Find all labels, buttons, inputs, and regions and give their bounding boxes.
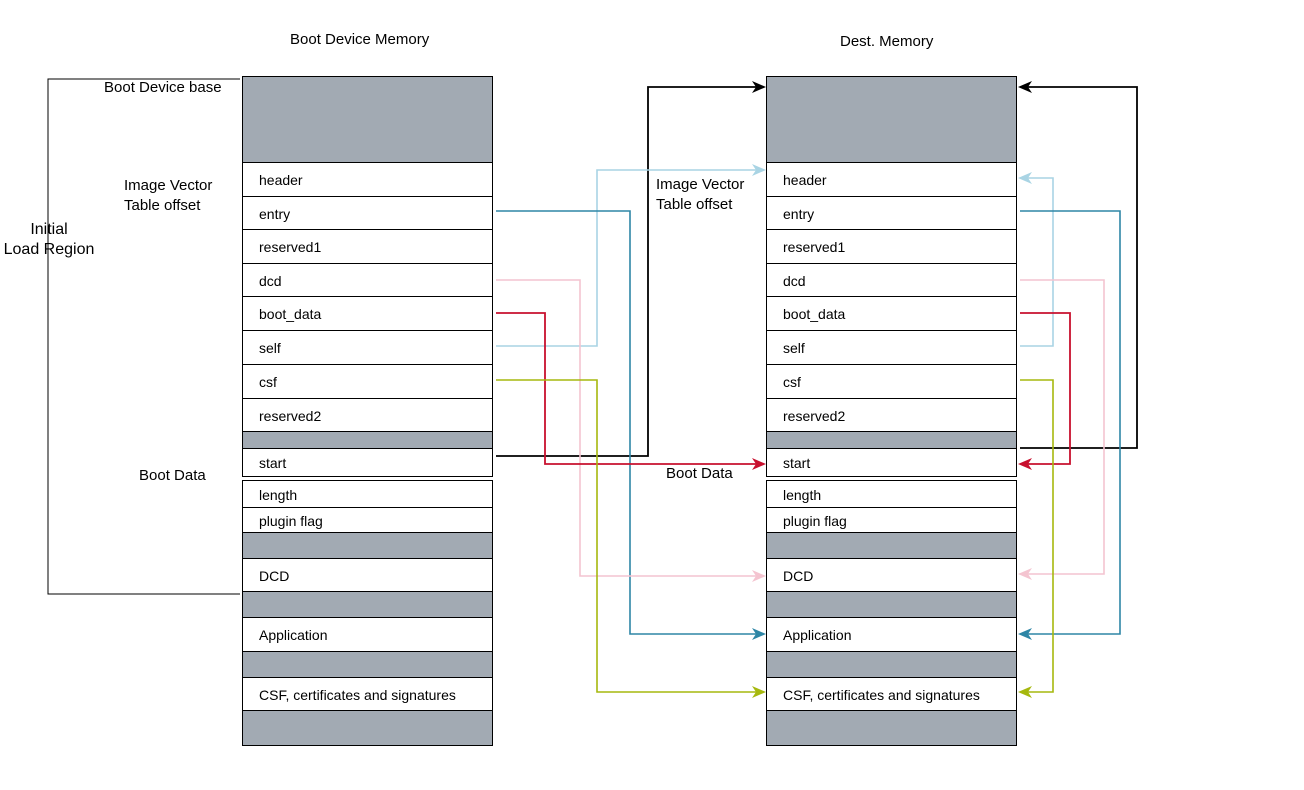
boot-device-memory-title: Boot Device Memory — [290, 31, 430, 48]
entry-to-application-wire — [496, 210, 758, 635]
right-segment-reserved2: reserved2 — [766, 398, 1017, 433]
dcd-to-dcd-block-wire — [496, 279, 758, 577]
left-segment-header: header — [242, 162, 493, 198]
right-segment-label: reserved1 — [783, 239, 846, 255]
right-boot-data-label: Boot Data — [666, 464, 733, 484]
right-segment-base — [766, 76, 1017, 164]
right-segment-csf: csf — [766, 364, 1017, 400]
dest-dcd-to-dcd-block-arrowhead — [1018, 568, 1032, 580]
right-segment-length: length — [766, 480, 1017, 509]
left-segment-csf-block: CSF, certificates and signatures — [242, 677, 493, 712]
left-segment-reserved1: reserved1 — [242, 229, 493, 265]
start-to-dest-base-arrowhead — [752, 81, 766, 93]
dest-self-to-header-arrowhead — [1018, 172, 1032, 184]
left-segment-label: csf — [259, 374, 277, 390]
left-segment-gap3 — [242, 591, 493, 619]
dest-dcd-to-dcd-block-wire — [1020, 279, 1105, 575]
left-segment-app: Application — [242, 617, 493, 653]
left-segment-label: reserved1 — [259, 239, 322, 255]
right-segment-label: length — [783, 486, 822, 503]
self-to-header-arrowhead — [752, 164, 766, 176]
start-to-dest-base-wire — [496, 86, 760, 457]
left-segment-base — [242, 76, 493, 164]
left-segment-label: DCD — [259, 567, 290, 584]
left-segment-label: reserved2 — [259, 407, 322, 424]
left-segment-length: length — [242, 480, 493, 509]
right-segment-self: self — [766, 330, 1017, 366]
dest-start-to-base-wire — [1020, 86, 1138, 449]
right-segment-label: header — [783, 172, 827, 188]
dest-boot-data-to-start-arrowhead — [1018, 458, 1032, 470]
left-segment-label: self — [259, 340, 281, 356]
right-segment-start: start — [766, 448, 1017, 477]
left-segment-label: header — [259, 172, 303, 188]
right-segment-label: DCD — [783, 567, 814, 584]
left-segment-label: plugin flag — [259, 512, 323, 529]
left-segment-label: CSF, certificates and signatures — [259, 686, 456, 703]
right-ivt-offset-label: Image Vector Table offset — [656, 175, 745, 215]
right-segment-label: csf — [783, 374, 801, 390]
right-segment-header: header — [766, 162, 1017, 198]
boot-data-to-start-arrowhead — [752, 458, 766, 470]
left-segment-label: dcd — [259, 272, 282, 289]
left-segment-boot-data: boot_data — [242, 296, 493, 332]
dest-self-to-header-wire — [1020, 177, 1054, 347]
left-segment-label: start — [259, 454, 287, 471]
dest-entry-to-application-arrowhead — [1018, 628, 1032, 640]
left-segment-entry: entry — [242, 196, 493, 231]
left-segment-gap2 — [242, 532, 493, 560]
left-segment-tail — [242, 710, 493, 746]
left-segment-start: start — [242, 448, 493, 477]
right-segment-app: Application — [766, 617, 1017, 653]
initial-load-region-bracket — [47, 78, 240, 595]
right-segment-label: entry — [783, 205, 815, 222]
boot-device-base-label: Boot Device base — [104, 79, 222, 96]
entry-to-application-arrowhead — [752, 628, 766, 640]
dest-boot-data-to-start-wire — [1020, 312, 1071, 465]
right-segment-label: start — [783, 454, 811, 471]
right-segment-label: dcd — [783, 272, 806, 289]
right-segment-label: reserved2 — [783, 407, 846, 424]
right-segment-label: CSF, certificates and signatures — [783, 686, 980, 703]
dest-memory-title: Dest. Memory — [840, 33, 934, 50]
left-boot-data-label: Boot Data — [139, 467, 206, 484]
self-to-header-wire — [496, 169, 758, 347]
right-segment-entry: entry — [766, 196, 1017, 231]
right-segment-gap3 — [766, 591, 1017, 619]
initial-load-region-label: Initial Load Region — [0, 220, 98, 260]
dest-csf-to-csf-block-arrowhead — [1018, 686, 1032, 698]
dest-csf-to-csf-block-wire — [1020, 379, 1054, 693]
csf-to-csf-block-arrowhead — [752, 686, 766, 698]
right-segment-csf-block: CSF, certificates and signatures — [766, 677, 1017, 712]
left-segment-label: length — [259, 486, 298, 503]
right-segment-label: plugin flag — [783, 512, 847, 529]
right-segment-gap2 — [766, 532, 1017, 560]
dcd-to-dcd-block-arrowhead — [752, 570, 766, 582]
boot-data-to-start-wire — [496, 312, 758, 465]
csf-to-csf-block-wire — [496, 379, 758, 693]
left-segment-label: entry — [259, 205, 291, 222]
left-segment-gap4 — [242, 651, 493, 679]
left-segment-csf: csf — [242, 364, 493, 400]
left-segment-label: Application — [259, 627, 328, 643]
right-segment-label: self — [783, 340, 805, 356]
right-segment-tail — [766, 710, 1017, 746]
right-segment-label: Application — [783, 627, 852, 643]
left-segment-reserved2: reserved2 — [242, 398, 493, 433]
right-segment-label: boot_data — [783, 306, 846, 322]
dest-entry-to-application-wire — [1020, 210, 1121, 635]
dest-start-to-base-arrowhead — [1018, 81, 1032, 93]
left-ivt-offset-label: Image Vector Table offset — [124, 177, 213, 214]
left-segment-plugin: plugin flag — [242, 507, 493, 534]
left-segment-label: boot_data — [259, 306, 322, 322]
